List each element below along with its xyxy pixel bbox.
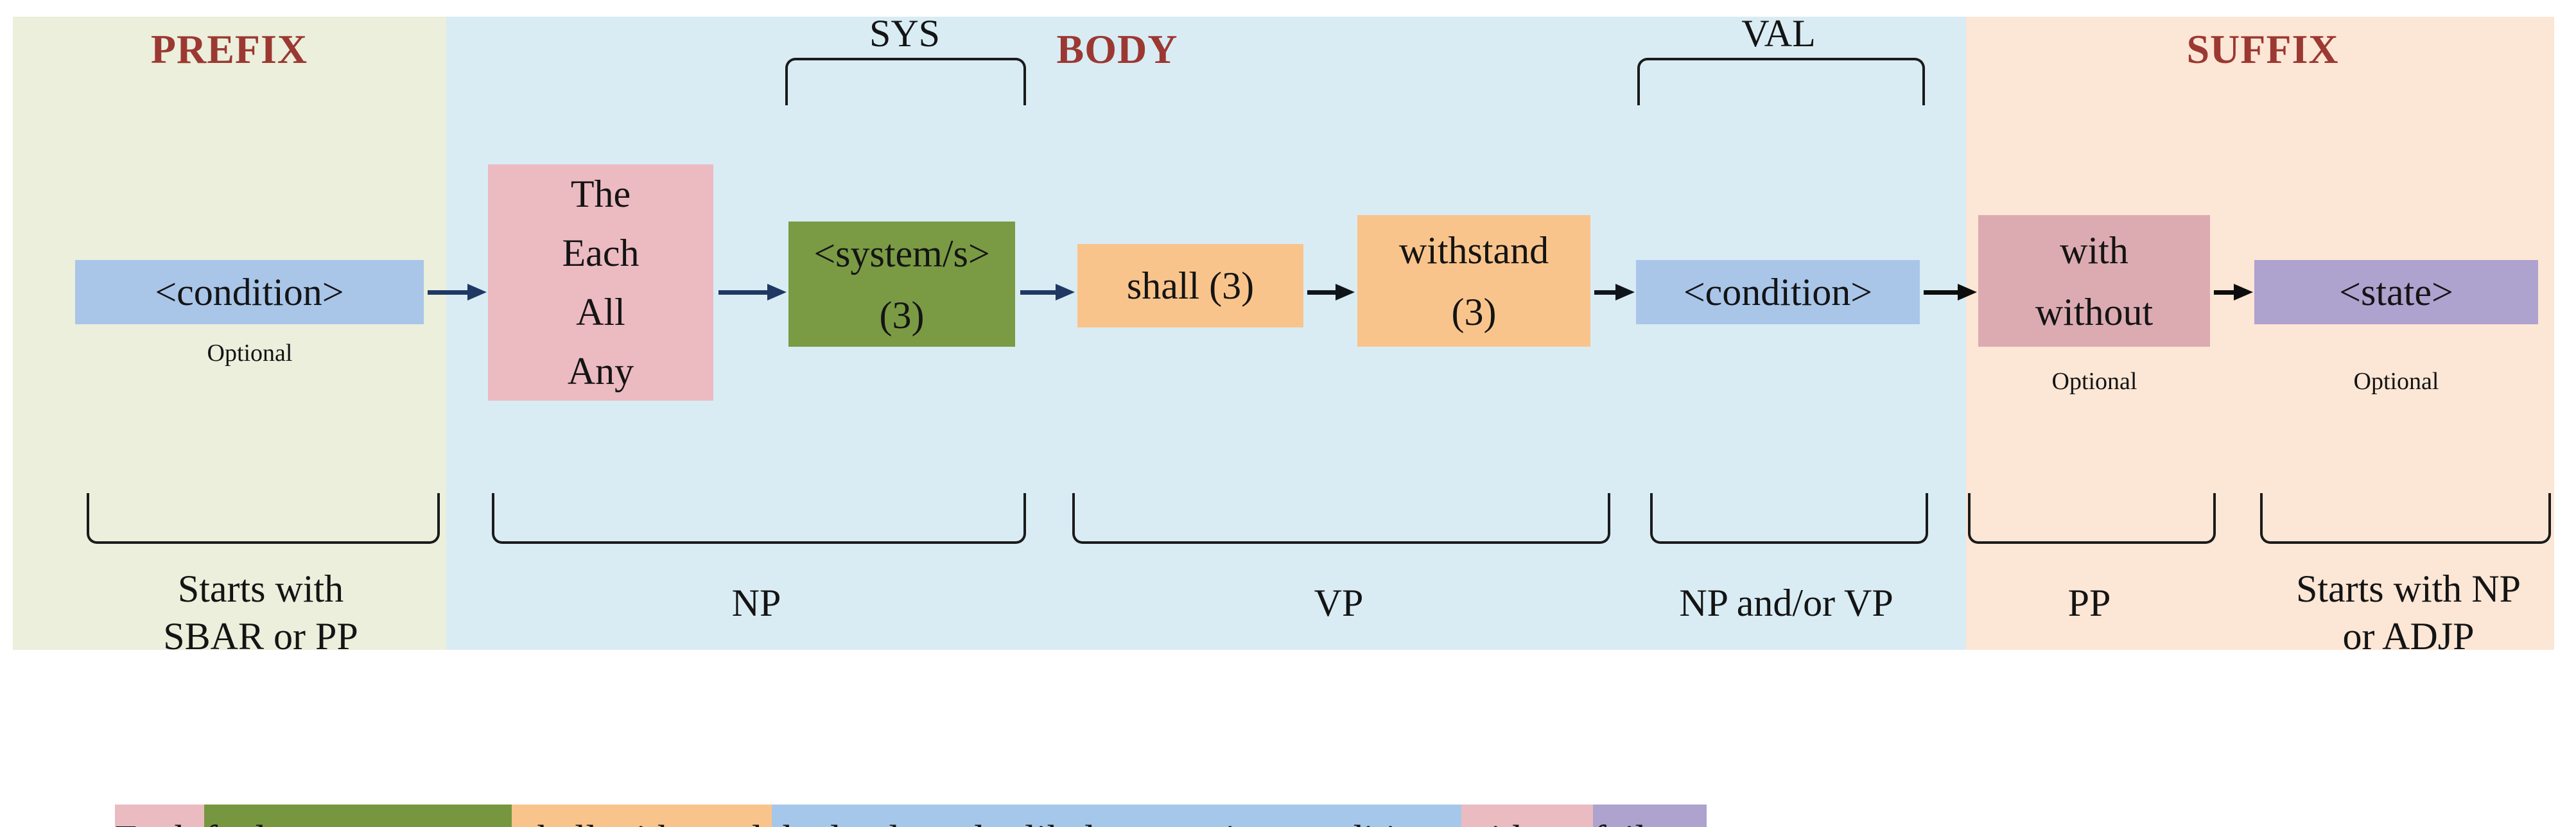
determiner-box: The Each All Any xyxy=(488,164,713,401)
prefix-phrase-bracket xyxy=(87,493,440,544)
val-bracket xyxy=(1637,58,1925,105)
np-phrase-bracket xyxy=(492,493,1026,544)
arrow-withstand-to-condition xyxy=(1594,284,1635,300)
arrow-determiner-to-system xyxy=(718,284,787,300)
suffix-phrase-bracket xyxy=(2260,493,2551,544)
np-vp-phrase-bracket xyxy=(1650,493,1928,544)
with-without-line2: without xyxy=(2035,290,2154,333)
sentence-segment-failure: failure. xyxy=(1593,805,1707,827)
shall-box: shall (3) xyxy=(1077,244,1303,327)
val-group-label: VAL xyxy=(1741,12,1816,55)
arrow-system-to-shall xyxy=(1020,284,1075,300)
shall-box-label: shall (3) xyxy=(1126,264,1255,307)
suffix-heading: SUFFIX xyxy=(2186,26,2339,72)
system-box-line2: (3) xyxy=(879,293,925,336)
determiner-line: Any xyxy=(567,350,634,392)
suffix-phrase-label-line1: Starts with NP xyxy=(2295,568,2521,610)
optional-note-state: Optional xyxy=(2353,368,2439,395)
suffix-phrase-label: Starts with NP or ADJP xyxy=(2229,565,2576,660)
determiner-line: All xyxy=(576,291,625,333)
condition-val-label: <condition> xyxy=(1683,270,1873,313)
state-box: <state> xyxy=(2254,260,2538,324)
optional-note-prefix: Optional xyxy=(207,340,293,367)
sys-bracket xyxy=(785,58,1026,105)
sentence-segment-condition: the loads under likely operating conditi… xyxy=(771,805,1462,827)
determiner-line: The xyxy=(570,173,631,215)
pp-phrase-bracket xyxy=(1968,493,2216,544)
sentence-segment-each: Each xyxy=(115,805,205,827)
arrow-condition-to-with-without xyxy=(1924,284,1977,300)
withstand-box-line1: withstand xyxy=(1398,229,1549,272)
with-without-line1: with xyxy=(2060,229,2128,272)
sys-group-label: SYS xyxy=(869,12,941,55)
prefix-phrase-label-line1: Starts with xyxy=(177,568,344,610)
np-vp-phrase-label: NP and/or VP xyxy=(1679,582,1893,624)
withstand-box-line2: (3) xyxy=(1451,290,1497,333)
withstand-box: withstand (3) xyxy=(1357,215,1590,347)
suffix-phrase-label-line2: or ADJP xyxy=(2342,615,2475,657)
prefix-heading: PREFIX xyxy=(150,26,308,72)
np-phrase-label: NP xyxy=(731,582,781,624)
prefix-phrase-label: Starts with SBAR or PP xyxy=(81,565,440,660)
sentence-segment-without: without xyxy=(1461,805,1594,827)
arrow-shall-to-withstand xyxy=(1307,284,1355,300)
sentence-segment-system: fuel storage system xyxy=(204,805,512,827)
sentence-segment-shall-withstand: shall withstand xyxy=(512,805,772,827)
prefix-phrase-label-line2: SBAR or PP xyxy=(163,615,358,657)
example-sentence: Each fuel storage system shall withstand… xyxy=(75,733,1707,827)
arrow-condition-to-determiner xyxy=(428,284,487,300)
condition-prefix-box: <condition> xyxy=(75,260,424,324)
state-box-label: <state> xyxy=(2339,270,2453,313)
vp-phrase-label: VP xyxy=(1314,582,1364,624)
optional-note-with-without: Optional xyxy=(2051,368,2137,395)
system-box: <system/s> (3) xyxy=(788,222,1015,347)
condition-val-box: <condition> xyxy=(1636,260,1920,324)
vp-phrase-bracket xyxy=(1072,493,1610,544)
body-heading: BODY xyxy=(1056,26,1178,72)
arrow-with-without-to-state xyxy=(2214,284,2253,300)
pp-phrase-label: PP xyxy=(2067,582,2111,624)
system-box-line1: <system/s> xyxy=(814,232,990,275)
prefix-section-background xyxy=(13,17,446,650)
condition-prefix-label: <condition> xyxy=(155,270,344,313)
with-without-box: with without xyxy=(1978,215,2210,347)
determiner-line: Each xyxy=(562,232,640,274)
